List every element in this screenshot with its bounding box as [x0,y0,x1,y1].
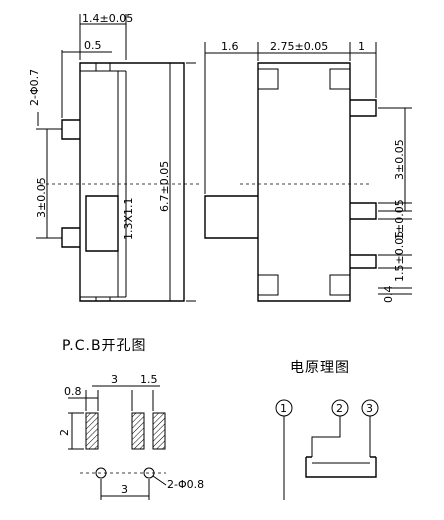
pcb-pad-3 [152,412,166,450]
side-body [79,62,185,302]
front-actuator [204,195,258,239]
side-body-rail [80,70,126,298]
side-view: 1.4±0.05 0.5 2-Φ0.7 3±0.05 1.3X1.1 6.7±0… [28,12,200,302]
front-view: 1.6 2.75±0.05 1 3±0.05 1±0.05 1.5±0.05 0… [204,40,412,304]
corner-pad [257,274,279,296]
dim-hole-dia: 2-Φ0.8 [167,478,204,491]
pcb-hole-2 [143,467,155,479]
pin-2-lead [311,416,341,457]
dim-top-width: 1.4±0.05 [82,12,133,25]
dim-tab-three: 0.4 [382,286,395,304]
switch-contact [305,456,377,478]
dim-tab-two: 1.5±0.05 [393,231,406,282]
side-pin-upper [61,119,80,140]
dim-top-offset: 0.5 [84,39,102,52]
front-body [257,62,351,302]
schematic: 电原理图 1 2 3 [275,360,379,500]
schematic-title: 电原理图 [290,360,350,376]
pcb-footprint: P.C.B开孔图 0.8 3 1.5 2 3 2-Φ0.8 [58,338,204,500]
pin-2-label: 2 [336,402,343,415]
side-notch-bottom [95,297,111,301]
pcb-pad-1 [85,412,99,450]
dim-hole-pitch: 3 [121,483,128,496]
corner-pad [257,68,279,90]
dim-tab-one: 1±0.05 [393,199,406,240]
pin-1-label: 1 [280,402,287,415]
pcb-title: P.C.B开孔图 [62,338,147,354]
pcb-hole-1 [95,467,107,479]
dim-pitch-left: 3±0.05 [35,177,48,218]
front-pin-mid [350,202,377,220]
side-pin-lower [61,227,80,248]
front-pin-top [350,99,377,117]
pcb-pad-2 [131,412,145,450]
leader [152,475,167,486]
side-knob [85,195,119,252]
dim-front-left: 1.6 [221,40,239,53]
dim-pad-h: 2 [58,429,71,436]
dim-pad-w: 0.8 [64,385,82,398]
dim-pad-pitch: 3 [111,373,118,386]
corner-pad [329,68,351,90]
front-pin-bottom [350,254,377,269]
dim-front-right: 1 [358,40,365,53]
dim-length: 6.7±0.05 [158,161,171,212]
dim-pad-gap: 1.5 [140,373,158,386]
dim-pin-dia: 2-Φ0.7 [28,69,41,106]
dim-front-width: 2.75±0.05 [270,40,328,53]
pin-3-label: 3 [366,402,373,415]
corner-pad [329,274,351,296]
dim-pitch-right: 3±0.05 [393,139,406,180]
dim-knob: 1.3X1.1 [122,197,135,240]
side-notch-top [95,63,111,71]
